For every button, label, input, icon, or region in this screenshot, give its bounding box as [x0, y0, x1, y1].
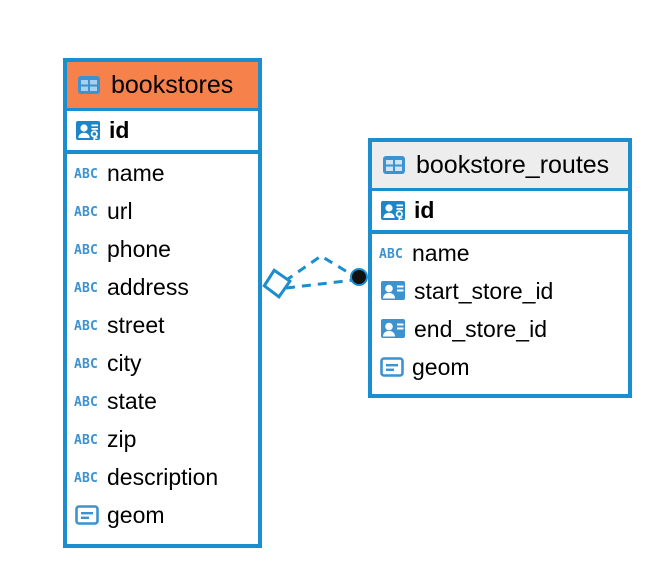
text-abc-icon: ABC [74, 278, 100, 296]
field-row-phone[interactable]: ABC phone [67, 230, 258, 268]
field-row-url[interactable]: ABC url [67, 192, 258, 230]
relationship-diamond-marker [262, 268, 292, 299]
field-row-city[interactable]: ABC city [67, 344, 258, 382]
field-label: id [414, 197, 435, 223]
field-row-address[interactable]: ABC address [67, 268, 258, 306]
text-abc-icon: ABC [74, 354, 100, 372]
text-abc-icon: ABC [74, 164, 100, 182]
field-label: phone [107, 235, 171, 262]
svg-text:ABC: ABC [74, 205, 98, 220]
text-abc-icon: ABC [379, 244, 405, 262]
relationship-line-upper [284, 254, 355, 283]
text-abc-icon: ABC [74, 202, 100, 220]
field-row-geom[interactable]: geom [67, 496, 258, 534]
svg-text:ABC: ABC [74, 319, 98, 334]
primary-key-icon [74, 117, 102, 145]
svg-text:ABC: ABC [74, 395, 98, 410]
field-row-primary-key[interactable]: id [372, 188, 628, 234]
text-abc-icon: ABC [74, 316, 100, 334]
svg-text:ABC: ABC [74, 281, 98, 296]
field-label: description [107, 463, 219, 490]
field-label: end_store_id [414, 315, 547, 342]
entity-title: bookstores [111, 70, 234, 99]
table-icon [381, 152, 407, 178]
field-label: name [412, 239, 470, 266]
text-abc-icon: ABC [74, 468, 100, 486]
field-row-start-store-id[interactable]: start_store_id [372, 272, 628, 310]
field-label: city [107, 349, 142, 376]
field-label: street [107, 311, 165, 338]
field-row-geom[interactable]: geom [372, 348, 628, 386]
field-label: url [107, 197, 133, 224]
field-label: id [109, 117, 130, 143]
entity-bookstore-routes[interactable]: bookstore_routes id ABC [368, 138, 632, 398]
entity-header-bookstore-routes[interactable]: bookstore_routes [372, 142, 628, 188]
entity-bookstores[interactable]: bookstores id ABC [63, 58, 262, 548]
field-label: geom [107, 501, 165, 528]
primary-key-icon [379, 197, 407, 225]
entity-header-bookstores[interactable]: bookstores [67, 62, 258, 108]
field-label: address [107, 273, 189, 300]
svg-text:ABC: ABC [74, 167, 98, 182]
foreign-key-icon [379, 316, 407, 342]
svg-text:ABC: ABC [74, 357, 98, 372]
field-row-primary-key[interactable]: id [67, 108, 258, 154]
field-row-state[interactable]: ABC state [67, 382, 258, 420]
svg-text:ABC: ABC [74, 433, 98, 448]
svg-text:ABC: ABC [74, 243, 98, 258]
field-label: name [107, 159, 165, 186]
svg-text:ABC: ABC [74, 471, 98, 486]
field-row-end-store-id[interactable]: end_store_id [372, 310, 628, 348]
table-icon [76, 72, 102, 98]
text-abc-icon: ABC [74, 430, 100, 448]
field-label: geom [412, 353, 470, 380]
field-row-name[interactable]: ABC name [67, 154, 258, 192]
text-abc-icon: ABC [74, 392, 100, 410]
field-row-name[interactable]: ABC name [372, 234, 628, 272]
foreign-key-icon [379, 278, 407, 304]
svg-text:ABC: ABC [379, 247, 403, 262]
field-label: state [107, 387, 157, 414]
text-abc-icon: ABC [74, 240, 100, 258]
field-row-description[interactable]: ABC description [67, 458, 258, 496]
field-row-street[interactable]: ABC street [67, 306, 258, 344]
entity-title: bookstore_routes [416, 150, 610, 179]
relationship-line-lower [285, 278, 355, 290]
geometry-icon [379, 355, 405, 379]
field-label: zip [107, 425, 137, 452]
field-row-zip[interactable]: ABC zip [67, 420, 258, 458]
geometry-icon [74, 503, 100, 527]
relationship-dot-marker [350, 268, 368, 286]
field-label: start_store_id [414, 277, 554, 304]
